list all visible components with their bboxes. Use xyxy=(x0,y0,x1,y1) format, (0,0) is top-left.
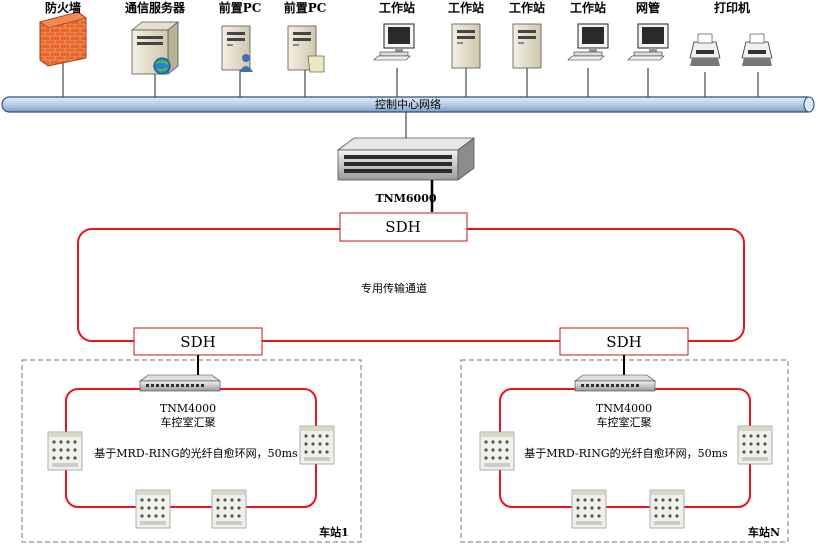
station-n-aggregation-label: 车控室汇聚 xyxy=(597,415,652,429)
printer-1-icon xyxy=(689,33,721,67)
front-pc-2-icon xyxy=(287,25,325,73)
label-workstation-1: 工作站 xyxy=(379,0,415,15)
station-n-field-device-bottom-1 xyxy=(571,489,607,529)
label-front-pc-2: 前置PC xyxy=(284,0,327,15)
label-workstation-3: 工作站 xyxy=(509,0,545,15)
station-1-ring-label: 基于MRD-RING的光纤自愈环网，50ms xyxy=(94,446,298,460)
bus-label: 控制中心网络 xyxy=(375,97,441,111)
workstation-3-icon xyxy=(512,23,542,69)
station-1-field-device-right xyxy=(299,425,335,465)
sdh-label-station-n: SDH xyxy=(606,333,641,351)
station-n-switch-label: TNM4000 xyxy=(596,402,652,415)
comm-server-icon xyxy=(130,21,180,75)
netmgmt-icon xyxy=(627,23,669,61)
label-netmgmt: 网管 xyxy=(636,0,660,15)
front-pc-1-icon xyxy=(221,25,253,72)
label-firewall: 防火墙 xyxy=(45,0,81,15)
printer-2-icon xyxy=(741,33,773,67)
label-comm-server: 通信服务器 xyxy=(125,0,186,15)
station-n-name: 车站N xyxy=(748,525,780,539)
station-1-field-device-bottom-1 xyxy=(135,489,171,529)
station-1-container xyxy=(21,359,362,543)
firewall-icon xyxy=(39,11,87,67)
station-n-field-device-left xyxy=(479,431,515,471)
workstation-4-icon xyxy=(567,23,609,61)
station-n-field-device-right xyxy=(737,425,773,465)
station-1-switch-icon xyxy=(139,374,221,392)
core-switch-label: TNM6000 xyxy=(375,192,436,205)
sdh-box-station-1 xyxy=(133,327,263,356)
channel-label: 专用传输通道 xyxy=(361,281,427,295)
workstation-2-icon xyxy=(451,23,481,69)
sdh-label-center: SDH xyxy=(385,218,420,236)
label-workstation-4: 工作站 xyxy=(570,0,606,15)
station-1-switch-label: TNM4000 xyxy=(160,402,216,415)
station-n-switch-icon xyxy=(574,374,656,392)
station-n-field-device-bottom-2 xyxy=(649,489,685,529)
workstation-1-icon xyxy=(373,23,415,61)
label-front-pc-1: 前置PC xyxy=(219,0,262,15)
label-printer: 打印机 xyxy=(714,0,750,15)
label-workstation-2: 工作站 xyxy=(448,0,484,15)
station-1-aggregation-label: 车控室汇聚 xyxy=(161,415,216,429)
station-1-field-device-left xyxy=(47,431,83,471)
station-1-field-device-bottom-2 xyxy=(211,489,247,529)
core-switch-icon xyxy=(336,137,476,181)
station-1-name: 车站1 xyxy=(319,525,349,539)
sdh-box-station-n xyxy=(559,327,689,356)
control-center-bus xyxy=(1,96,815,113)
sdh-box-center xyxy=(339,212,468,242)
device-drop-lines xyxy=(62,60,759,98)
sdh-label-station-1: SDH xyxy=(180,333,215,351)
station-n-ring-label: 基于MRD-RING的光纤自愈环网，50ms xyxy=(524,446,728,460)
